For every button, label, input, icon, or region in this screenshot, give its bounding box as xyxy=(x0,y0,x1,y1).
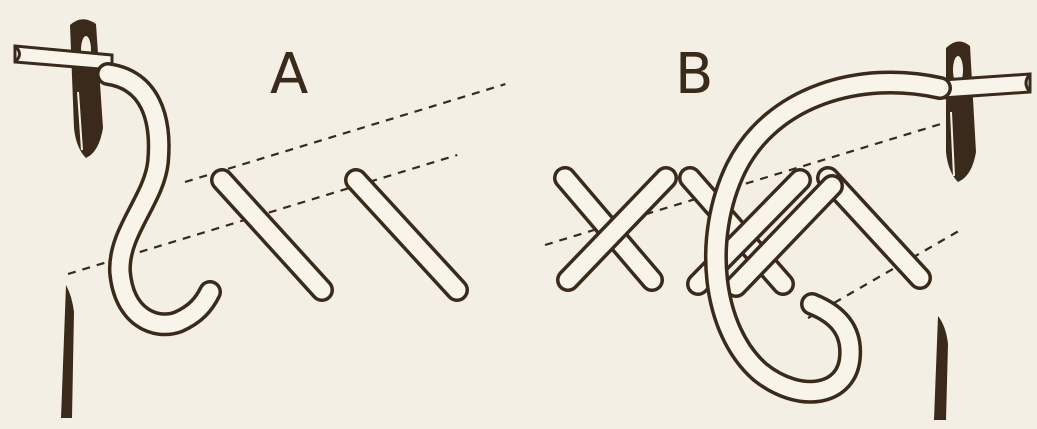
panel-a-stitch-2 xyxy=(356,180,457,290)
panel-b-needle-icon xyxy=(946,41,976,182)
panel-a-label: A xyxy=(270,47,308,103)
panel-b-needle-point-icon xyxy=(934,316,948,420)
panel-a-needle-icon xyxy=(70,19,103,158)
panel-a-illustration xyxy=(15,19,505,418)
panel-b-label: B xyxy=(675,47,713,103)
panel-b-illustration xyxy=(545,41,1030,420)
panel-a-needle-point-icon xyxy=(61,285,74,418)
panel-b-stitch-back-3 xyxy=(828,178,920,278)
panel-a-working-thread xyxy=(108,74,210,324)
panel-a-stitch-1 xyxy=(222,180,322,290)
panel-a-guide-line-top xyxy=(185,84,505,182)
panel-b-ribbon-thread xyxy=(942,74,1030,98)
